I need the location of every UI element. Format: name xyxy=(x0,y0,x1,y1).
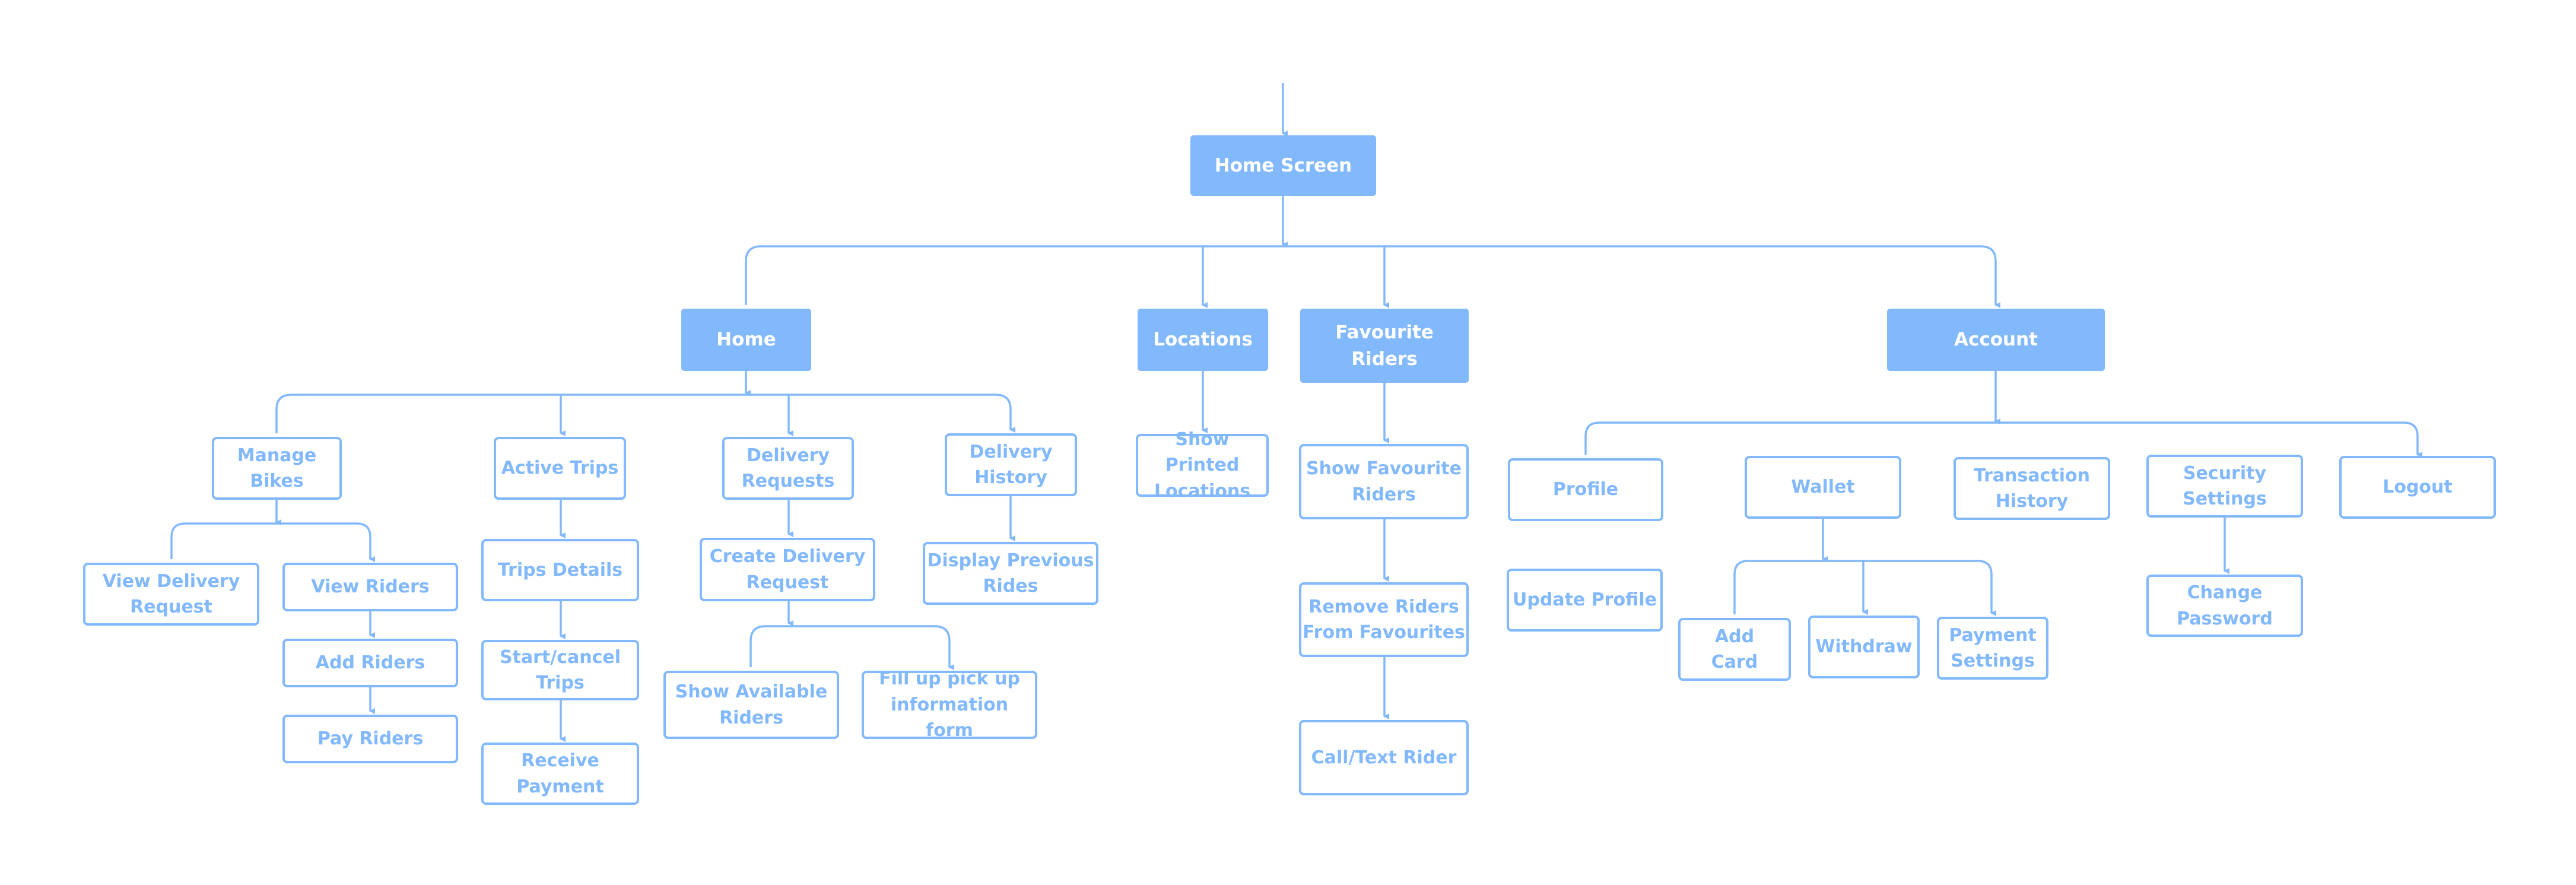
pay-riders-label: Pay Riders xyxy=(317,728,424,750)
withdraw-label: Withdraw xyxy=(1815,636,1913,658)
favourite-riders-label: Favourite Riders xyxy=(1335,321,1434,370)
manage-bikes-label: Manage Bikes xyxy=(237,445,317,492)
change-password-node: Change Password xyxy=(2146,575,2303,637)
logout-label: Logout xyxy=(2383,477,2453,498)
show-printed-locations-node: Show Printed Locations xyxy=(1136,429,1269,502)
fill-up-pickup-form-node: Fill up pick up information form xyxy=(862,668,1037,741)
locations-label: Locations xyxy=(1153,329,1253,351)
view-riders-node: View Riders xyxy=(282,563,458,611)
delivery-history-label: Delivery History xyxy=(969,441,1053,489)
receive-payment-node: Receive Payment xyxy=(481,743,639,805)
account-label: Account xyxy=(1954,329,2038,351)
active-trips-label: Active Trips xyxy=(501,458,619,479)
display-previous-rides-label: Display Previous Rides xyxy=(927,550,1094,597)
show-favourite-riders-label: Show Favourite Riders xyxy=(1306,458,1462,505)
show-favourite-riders-node: Show Favourite Riders xyxy=(1299,444,1469,519)
manage-bikes-node: Manage Bikes xyxy=(212,437,342,500)
active-trips-node: Active Trips xyxy=(494,437,626,500)
update-profile-node: Update Profile xyxy=(1507,569,1663,632)
create-delivery-branch-connector xyxy=(749,625,954,670)
logout-node: Logout xyxy=(2339,456,2496,519)
fill-up-pickup-form-label: Fill up pick up information form xyxy=(879,668,1020,741)
change-password-label: Change Password xyxy=(2177,582,2273,629)
main-branch-connector xyxy=(745,245,2000,308)
locations-node: Locations xyxy=(1138,309,1268,371)
home-branch-connector xyxy=(275,394,1015,433)
security-settings-node: Security Settings xyxy=(2146,455,2303,518)
home-screen-node: Home Screen xyxy=(1190,135,1376,196)
create-delivery-request-node: Create Delivery Request xyxy=(700,538,875,601)
trips-details-node: Trips Details xyxy=(481,539,639,601)
transaction-history-node: Transaction History xyxy=(1954,457,2110,520)
add-riders-node: Add Riders xyxy=(282,639,458,687)
show-printed-locations-label: Show Printed Locations xyxy=(1154,429,1251,502)
receive-payment-label: Receive Payment xyxy=(516,750,604,797)
start-cancel-trips-label: Start/cancel Trips xyxy=(499,646,621,694)
view-riders-label: View Riders xyxy=(311,576,430,598)
trips-details-label: Trips Details xyxy=(497,559,623,581)
update-profile-label: Update Profile xyxy=(1513,589,1657,611)
profile-label: Profile xyxy=(1552,479,1619,500)
account-branch-connector xyxy=(1584,421,2422,458)
add-card-node: Add Card xyxy=(1678,618,1791,681)
payment-settings-node: Payment Settings xyxy=(1937,617,2048,680)
view-delivery-request-node: View Delivery Request xyxy=(83,563,259,626)
show-available-riders-label: Show Available Riders xyxy=(675,681,828,728)
add-card-label: Add Card xyxy=(1711,626,1758,673)
pay-riders-node: Pay Riders xyxy=(282,715,458,763)
delivery-history-node: Delivery History xyxy=(945,433,1077,496)
create-delivery-request-label: Create Delivery Request xyxy=(709,546,866,593)
wallet-node: Wallet xyxy=(1745,456,1901,519)
start-cancel-trips-node: Start/cancel Trips xyxy=(481,640,639,700)
home-screen-label: Home Screen xyxy=(1214,154,1352,176)
add-riders-label: Add Riders xyxy=(315,652,425,674)
favourite-riders-node: Favourite Riders xyxy=(1300,309,1469,383)
delivery-requests-label: Delivery Requests xyxy=(741,445,835,492)
security-settings-label: Security Settings xyxy=(2183,462,2267,510)
remove-riders-from-favourites-node: Remove Riders From Favourites xyxy=(1299,582,1469,657)
call-text-rider-node: Call/Text Rider xyxy=(1299,720,1469,795)
remove-riders-from-favourites-label: Remove Riders From Favourites xyxy=(1303,596,1465,643)
account-node: Account xyxy=(1887,309,2105,371)
profile-node: Profile xyxy=(1508,458,1663,521)
call-text-rider-label: Call/Text Rider xyxy=(1311,747,1457,768)
transaction-history-label: Transaction History xyxy=(1973,465,2091,512)
wallet-label: Wallet xyxy=(1791,477,1855,498)
manage-bikes-branch-connector xyxy=(170,522,375,562)
home-label: Home xyxy=(716,329,776,351)
withdraw-node: Withdraw xyxy=(1808,616,1920,678)
view-delivery-request-label: View Delivery Request xyxy=(102,570,240,618)
payment-settings-label: Payment Settings xyxy=(1949,624,2037,672)
display-previous-rides-node: Display Previous Rides xyxy=(923,542,1098,605)
show-available-riders-node: Show Available Riders xyxy=(663,671,839,739)
delivery-requests-node: Delivery Requests xyxy=(722,437,854,500)
home-node: Home xyxy=(681,309,811,371)
